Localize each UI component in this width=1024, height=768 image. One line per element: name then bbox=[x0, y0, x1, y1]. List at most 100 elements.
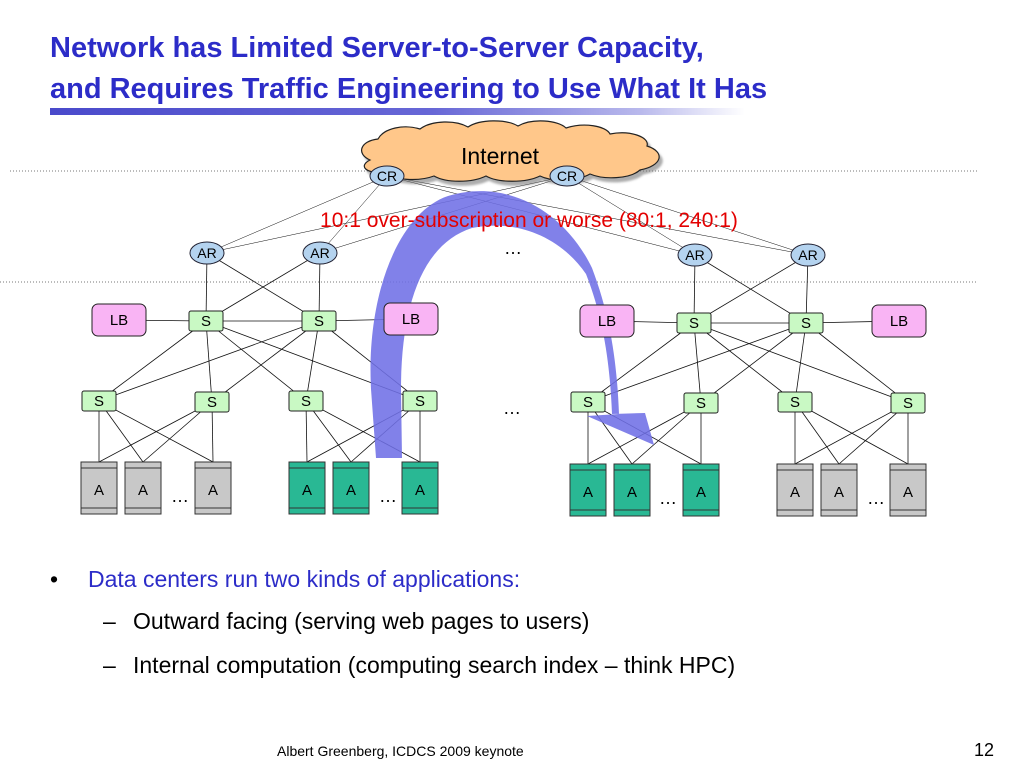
app-server-shape bbox=[288, 461, 326, 515]
app-server-shape bbox=[401, 461, 439, 515]
sub-bullet-item: – Internal computation (computing search… bbox=[50, 646, 990, 690]
tor-switch: S bbox=[890, 392, 926, 414]
network-link bbox=[794, 401, 909, 465]
app-server: A bbox=[889, 463, 927, 517]
load-balancer: LB bbox=[579, 304, 635, 338]
load-balancer: LB bbox=[91, 303, 147, 337]
sub-bullet-text: Internal computation (computing search i… bbox=[133, 652, 736, 678]
app-server-shape bbox=[80, 461, 118, 515]
aggregation-switch: S bbox=[301, 310, 337, 332]
app-server-label: A bbox=[790, 484, 800, 501]
app-server-shape bbox=[776, 463, 814, 517]
tor-switch: S bbox=[81, 390, 117, 412]
app-server: A bbox=[613, 463, 651, 517]
core-router: CR bbox=[369, 165, 405, 187]
tor-switch-shape bbox=[777, 391, 813, 413]
network-link bbox=[205, 252, 321, 322]
app-server-shape bbox=[682, 463, 720, 517]
access-router: AR bbox=[302, 241, 338, 265]
tor-switch-label: S bbox=[696, 395, 706, 412]
network-link bbox=[386, 175, 809, 256]
app-server-shape bbox=[613, 463, 651, 517]
cloud-shape bbox=[361, 120, 660, 182]
tor-switch: S bbox=[570, 391, 606, 413]
aggregation-switch-shape bbox=[301, 310, 337, 332]
network-link bbox=[693, 322, 796, 403]
slide-footer: Albert Greenberg, ICDCS 2009 keynote 12 bbox=[0, 740, 1024, 764]
aggregation-switch-shape bbox=[188, 310, 224, 332]
network-link bbox=[319, 175, 388, 254]
tor-switch-label: S bbox=[207, 394, 217, 411]
core-router-label: CR bbox=[557, 168, 577, 184]
app-server-label: A bbox=[302, 482, 312, 499]
app-server-label: A bbox=[138, 482, 148, 499]
app-server-label: A bbox=[583, 484, 593, 501]
app-server-label: A bbox=[346, 482, 356, 499]
network-link bbox=[805, 322, 909, 404]
network-link bbox=[587, 322, 695, 403]
aggregation-switch-label: S bbox=[201, 313, 211, 330]
aggregation-switch: S bbox=[788, 312, 824, 334]
network-link bbox=[700, 322, 807, 404]
sub-bullet-marker: – bbox=[103, 652, 116, 678]
aggregation-switch: S bbox=[676, 312, 712, 334]
traffic-arrow bbox=[370, 191, 654, 458]
load-balancer-shape bbox=[579, 304, 635, 338]
network-link bbox=[211, 320, 320, 403]
aggregation-switch-shape bbox=[788, 312, 824, 334]
sub-bullet-text: Outward facing (serving web pages to use… bbox=[133, 608, 590, 634]
bullet-marker: • bbox=[50, 566, 59, 592]
network-link bbox=[794, 402, 909, 465]
tor-switch: S bbox=[288, 390, 324, 412]
app-server-label: A bbox=[208, 482, 218, 499]
aggregation-switch-label: S bbox=[801, 315, 811, 332]
rack-ellipsis: … bbox=[503, 398, 521, 418]
aggregation-switch-label: S bbox=[689, 315, 699, 332]
app-server-shape bbox=[569, 463, 607, 517]
app-server-shape bbox=[820, 463, 858, 517]
app-server: A bbox=[332, 461, 370, 515]
bullet-text: Data centers run two kinds of applicatio… bbox=[88, 566, 521, 592]
network-link bbox=[318, 320, 421, 402]
tor-switch-shape bbox=[890, 392, 926, 414]
app-server: A bbox=[401, 461, 439, 515]
tor-switch-shape bbox=[81, 390, 117, 412]
network-link bbox=[205, 320, 307, 402]
app-server-label: A bbox=[834, 484, 844, 501]
core-router-shape bbox=[369, 165, 405, 187]
app-server-label: A bbox=[903, 484, 913, 501]
sub-bullet-marker: – bbox=[103, 608, 116, 634]
tor-switch-shape bbox=[194, 391, 230, 413]
access-router-shape bbox=[790, 243, 826, 267]
load-balancer: LB bbox=[383, 302, 439, 336]
access-router-label: AR bbox=[798, 247, 817, 263]
app-server: A bbox=[80, 461, 118, 515]
network-link bbox=[693, 322, 702, 404]
access-router: AR bbox=[677, 243, 713, 267]
tor-switch: S bbox=[777, 391, 813, 413]
access-router-label: AR bbox=[685, 247, 704, 263]
network-link bbox=[566, 175, 696, 256]
core-router: CR bbox=[549, 165, 585, 187]
bullet-item: • Data centers run two kinds of applicat… bbox=[50, 562, 990, 602]
tor-switch-label: S bbox=[415, 393, 425, 410]
app-server: A bbox=[682, 463, 720, 517]
aggregation-switch-label: S bbox=[314, 313, 324, 330]
network-link bbox=[693, 322, 909, 404]
app-server-label: A bbox=[415, 482, 425, 499]
network-link bbox=[566, 175, 809, 256]
internet-label: Internet bbox=[461, 143, 540, 169]
app-server-shape bbox=[194, 461, 232, 515]
load-balancer-shape bbox=[871, 304, 927, 338]
load-balancer-shape bbox=[91, 303, 147, 337]
access-router-shape bbox=[302, 241, 338, 265]
internet-cloud: Internet bbox=[361, 120, 660, 182]
tor-switch-label: S bbox=[301, 393, 311, 410]
app-server-label: A bbox=[627, 484, 637, 501]
access-router-label: AR bbox=[310, 245, 329, 261]
oversubscription-note: 10:1 over-subscription or worse (80:1, 2… bbox=[320, 209, 738, 232]
app-server: A bbox=[288, 461, 326, 515]
tor-switch-shape bbox=[683, 392, 719, 414]
network-link bbox=[98, 400, 214, 463]
